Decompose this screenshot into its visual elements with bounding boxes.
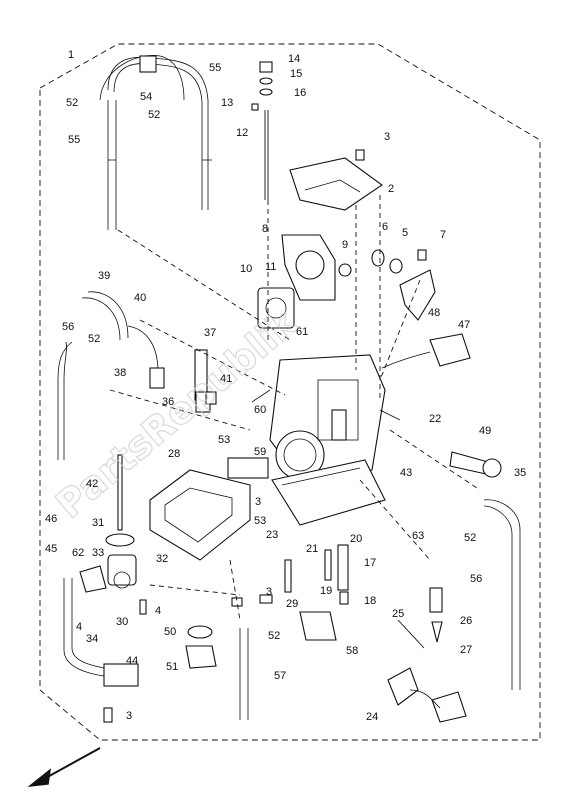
callout-3: 3: [126, 710, 132, 722]
callout-17: 17: [364, 557, 376, 569]
callout-28: 28: [168, 448, 180, 460]
callout-55: 55: [68, 134, 80, 146]
vent-hose-assembly: [99, 55, 212, 230]
callout-12: 12: [236, 127, 248, 139]
callout-52: 52: [464, 532, 476, 544]
jets-assembly: [284, 544, 349, 641]
callout-47: 47: [458, 319, 470, 331]
callout-1: 1: [68, 49, 74, 61]
callout-53: 53: [254, 515, 266, 527]
callout-7: 7: [440, 229, 446, 241]
right-hoses: [483, 499, 521, 690]
callout-3: 3: [384, 131, 390, 143]
callout-37: 37: [204, 327, 216, 339]
callout-34: 34: [86, 633, 98, 645]
callout-36: 36: [162, 396, 174, 408]
callout-27: 27: [460, 644, 472, 656]
callout-52: 52: [148, 109, 160, 121]
callout-38: 38: [114, 367, 126, 379]
base-plate: [271, 459, 386, 526]
sensor-plug: [387, 667, 467, 723]
callout-62: 62: [72, 547, 84, 559]
callout-52: 52: [268, 630, 280, 642]
callout-6: 6: [382, 221, 388, 233]
callout-32: 32: [156, 553, 168, 565]
callout-39: 39: [98, 270, 110, 282]
callout-4: 4: [155, 605, 161, 617]
adjust-screw-stack: [251, 61, 273, 200]
callout-9: 9: [342, 239, 348, 251]
callout-23: 23: [266, 529, 278, 541]
callout-3: 3: [266, 586, 272, 598]
callout-8: 8: [262, 223, 268, 235]
callout-20: 20: [350, 533, 362, 545]
callout-3: 3: [255, 496, 261, 508]
callout-25: 25: [392, 608, 404, 620]
callout-52: 52: [66, 97, 78, 109]
float-assembly: [79, 554, 137, 593]
callout-5: 5: [402, 227, 408, 239]
carburetor-body: [251, 354, 401, 481]
callout-19: 19: [320, 585, 332, 597]
callout-40: 40: [134, 292, 146, 304]
callout-54: 54: [140, 91, 152, 103]
callout-22: 22: [429, 413, 441, 425]
callout-10: 10: [240, 263, 252, 275]
callout-45: 45: [45, 543, 57, 555]
drain-hose: [63, 578, 249, 720]
callout-35: 35: [514, 467, 526, 479]
callout-21: 21: [306, 543, 318, 555]
plunger-assembly: [449, 451, 502, 478]
callout-59: 59: [254, 446, 266, 458]
callout-2: 2: [388, 183, 394, 195]
callout-50: 50: [164, 626, 176, 638]
callout-46: 46: [45, 513, 57, 525]
callout-49: 49: [479, 425, 491, 437]
callout-55: 55: [209, 62, 221, 74]
callout-60: 60: [254, 404, 266, 416]
callout-44: 44: [126, 655, 138, 667]
callout-18: 18: [364, 595, 376, 607]
callout-52: 52: [88, 333, 100, 345]
callout-30: 30: [116, 616, 128, 628]
leader-lines: [109, 195, 481, 621]
callout-33: 33: [92, 547, 104, 559]
callout-15: 15: [290, 68, 302, 80]
assembly-boundary: [39, 43, 541, 741]
callout-26: 26: [460, 615, 472, 627]
top-cover: [289, 149, 383, 211]
needle-jet-holder: [397, 587, 443, 649]
callout-16: 16: [294, 87, 306, 99]
callout-42: 42: [86, 478, 98, 490]
throttle-bracket: [257, 234, 352, 329]
callout-11: 11: [265, 261, 276, 273]
callout-14: 14: [288, 53, 300, 65]
throttle-lever: [371, 249, 436, 321]
callout-61: 61: [296, 326, 308, 338]
callout-41: 41: [220, 373, 232, 385]
throttle-sensor: [381, 333, 471, 369]
callout-58: 58: [346, 645, 358, 657]
callout-56: 56: [470, 573, 482, 585]
callout-57: 57: [274, 670, 286, 682]
callout-24: 24: [366, 711, 378, 723]
float-bowl: [105, 454, 251, 561]
callout-56: 56: [62, 321, 74, 333]
direction-arrow: [27, 747, 101, 788]
callout-4: 4: [76, 621, 82, 633]
callout-63: 63: [412, 530, 424, 542]
callout-31: 31: [92, 517, 104, 529]
callout-53: 53: [218, 434, 230, 446]
callout-29: 29: [286, 598, 298, 610]
callout-43: 43: [400, 467, 412, 479]
callout-51: 51: [166, 661, 178, 673]
callout-13: 13: [221, 97, 233, 109]
small-parts: [103, 391, 273, 723]
callout-48: 48: [428, 307, 440, 319]
callout-labels: 1 2 3 3 3 3 4 4 5 6 7 8 9 10 11 12 13 14…: [45, 49, 526, 723]
